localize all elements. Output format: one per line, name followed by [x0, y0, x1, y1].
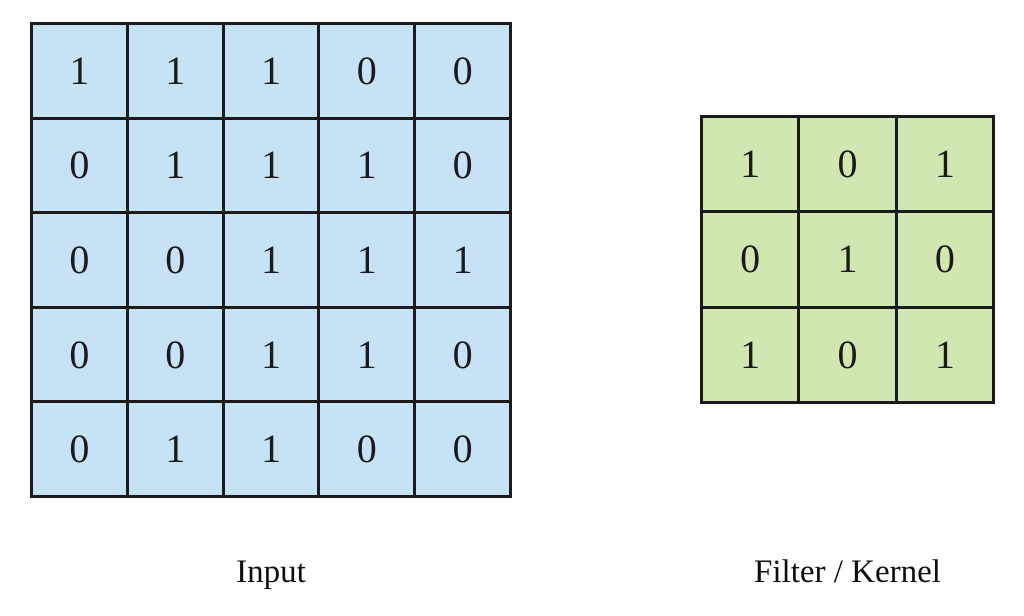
input-cell-r4-c1: 1 — [128, 403, 222, 495]
input-cell-r4-c3: 0 — [320, 403, 414, 495]
input-cell-r1-c1: 1 — [128, 119, 222, 212]
input-caption: Input — [236, 554, 306, 590]
input-cell-r0-c2: 1 — [224, 25, 318, 117]
input-cell-r2-c2: 1 — [224, 214, 318, 306]
input-cell-r1-c2: 1 — [224, 119, 318, 212]
input-cell-r4-c0: 0 — [33, 403, 126, 495]
filter-cell-r2-c2: 1 — [897, 308, 992, 401]
input-cell-r1-c4: 0 — [416, 119, 509, 212]
input-cell-r3-c3: 1 — [320, 308, 414, 401]
filter-cell-r0-c2: 1 — [897, 118, 992, 211]
filter-caption: Filter / Kernel — [754, 554, 941, 590]
filter-cell-r2-c1: 0 — [800, 308, 895, 401]
input-cell-r0-c0: 1 — [33, 25, 126, 117]
input-cell-r3-c0: 0 — [33, 308, 126, 401]
filter-cell-r2-c0: 1 — [703, 308, 798, 401]
input-cell-r2-c0: 0 — [33, 214, 126, 306]
input-cell-r1-c3: 1 — [320, 119, 414, 212]
filter-cell-r1-c0: 0 — [703, 213, 798, 306]
input-cell-r4-c2: 1 — [224, 403, 318, 495]
input-cell-r3-c1: 0 — [128, 308, 222, 401]
input-cell-r0-c4: 0 — [416, 25, 509, 117]
input-cell-r0-c3: 0 — [320, 25, 414, 117]
input-cell-r3-c2: 1 — [224, 308, 318, 401]
input-cell-r2-c4: 1 — [416, 214, 509, 306]
input-cell-r3-c4: 0 — [416, 308, 509, 401]
input-cell-r2-c3: 1 — [320, 214, 414, 306]
filter-cell-r1-c1: 1 — [800, 213, 895, 306]
input-cell-r1-c0: 0 — [33, 119, 126, 212]
filter-cell-r0-c0: 1 — [703, 118, 798, 211]
filter-cell-r1-c2: 0 — [897, 213, 992, 306]
input-cell-r0-c1: 1 — [128, 25, 222, 117]
input-cell-r4-c4: 0 — [416, 403, 509, 495]
filter-cell-r0-c1: 0 — [800, 118, 895, 211]
input-cell-r2-c1: 0 — [128, 214, 222, 306]
